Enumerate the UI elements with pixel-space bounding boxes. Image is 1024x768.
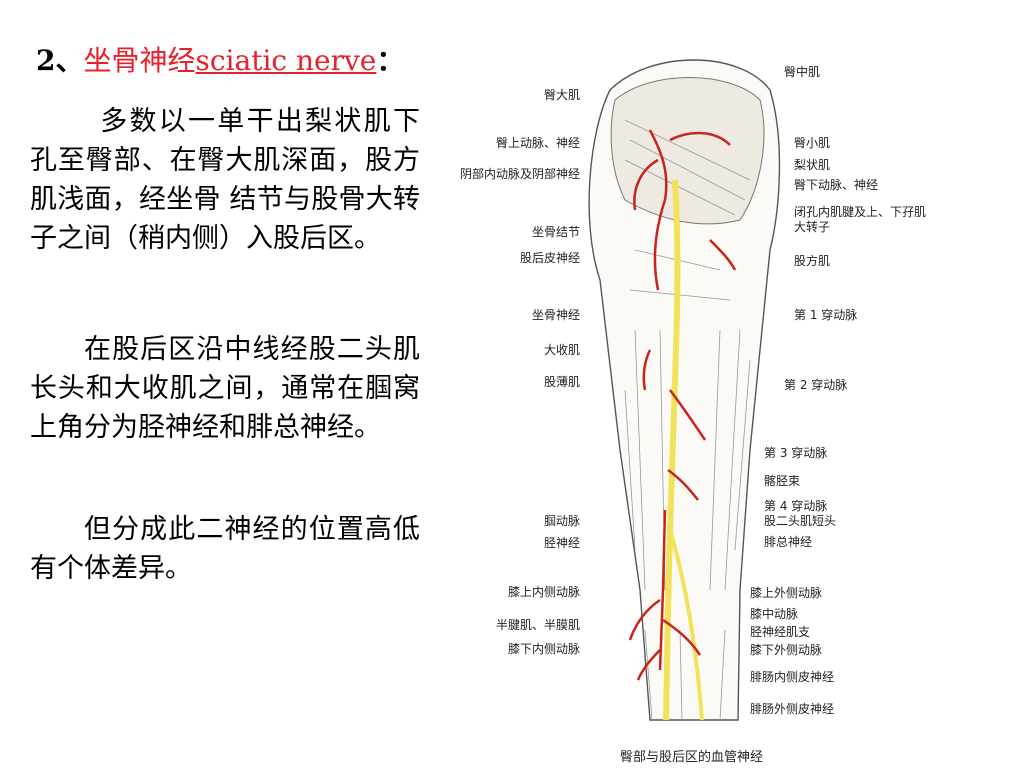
label-lateral-sural-cutaneous: 腓肠外侧皮神经 (750, 702, 835, 716)
label-gracilis: 股薄肌 (543, 375, 580, 389)
label-common-peroneal: 腓总神经 (764, 535, 813, 549)
label-superior-gluteal: 臀上动脉、神经 (495, 136, 580, 150)
label-pudendal: 阴部内动脉及阴部神经 (459, 167, 580, 181)
label-3rd-perforating: 第 3 穿动脉 (764, 446, 828, 460)
label-biceps-short-head: 股二头肌短头 (764, 514, 837, 528)
label-superior-lateral-genicular: 膝上外侧动脉 (750, 586, 823, 600)
label-2nd-perforating: 第 2 穿动脉 (784, 378, 848, 392)
label-gluteus-medius: 臀中肌 (784, 65, 821, 79)
paragraph-2: 在股后区沿中线经股二头肌长头和大收肌之间，通常在腘窝上角分为胫神经和腓总神经。 (30, 334, 420, 443)
label-adductor-magnus: 大收肌 (543, 343, 580, 357)
label-obturator-internus-gemelli: 闭孔内肌腱及上、下孖肌 (794, 205, 927, 219)
label-iliotibial-tract: 髂胫束 (764, 474, 801, 488)
label-superior-medial-genicular: 膝上内侧动脉 (507, 585, 580, 599)
label-gluteus-minimus: 臀小肌 (794, 136, 831, 150)
anatomy-illustration (588, 59, 781, 721)
label-4th-perforating: 第 4 穿动脉 (764, 499, 828, 513)
label-popliteal-artery: 腘动脉 (543, 514, 580, 528)
slide-title: 2、坐骨神经sciatic nerve： (36, 44, 404, 78)
title-zh: 坐骨神经 (83, 44, 196, 77)
label-middle-genicular: 膝中动脉 (750, 607, 799, 621)
figure-caption: 臀部与股后区的血管神经 (620, 750, 764, 765)
label-ischial-tuberosity: 坐骨结节 (531, 225, 580, 239)
label-inferior-lateral-genicular: 膝下外侧动脉 (750, 643, 823, 657)
label-tibial-muscular-branch: 胫神经肌支 (750, 625, 811, 639)
label-quadratus-femoris: 股方肌 (794, 254, 831, 268)
label-1st-perforating: 第 1 穿动脉 (794, 308, 858, 322)
label-sciatic-nerve: 坐骨神经 (531, 308, 580, 322)
label-inferior-gluteal: 臀下动脉、神经 (794, 178, 879, 192)
label-gluteus-maximus: 臀大肌 (543, 88, 580, 102)
title-en: sciatic nerve (195, 44, 377, 77)
label-medial-sural-cutaneous: 腓肠内侧皮神经 (750, 670, 835, 684)
label-inferior-medial-genicular: 膝下内侧动脉 (507, 642, 580, 656)
paragraph-1: 多数以一单干出梨状肌下孔至臀部、在臀大肌深面，股方肌浅面，经坐骨 结节与股骨大转… (30, 106, 420, 254)
label-piriformis: 梨状肌 (794, 158, 831, 172)
title-colon: ： (376, 44, 405, 77)
title-number: 2、 (36, 44, 84, 77)
label-greater-trochanter: 大转子 (794, 220, 831, 234)
label-semitendinosus-semimembranosus: 半腱肌、半膜肌 (495, 618, 580, 632)
anatomy-figure: 臀大肌 臀上动脉、神经 阴部内动脉及阴部神经 坐骨结节 股后皮神经 坐骨神经 大… (420, 30, 1020, 768)
label-posterior-femoral-cutaneous: 股后皮神经 (519, 251, 580, 265)
paragraph-3: 但分成此二神经的位置高低有个体差异。 (30, 514, 420, 584)
label-tibial-nerve: 胫神经 (543, 536, 580, 550)
